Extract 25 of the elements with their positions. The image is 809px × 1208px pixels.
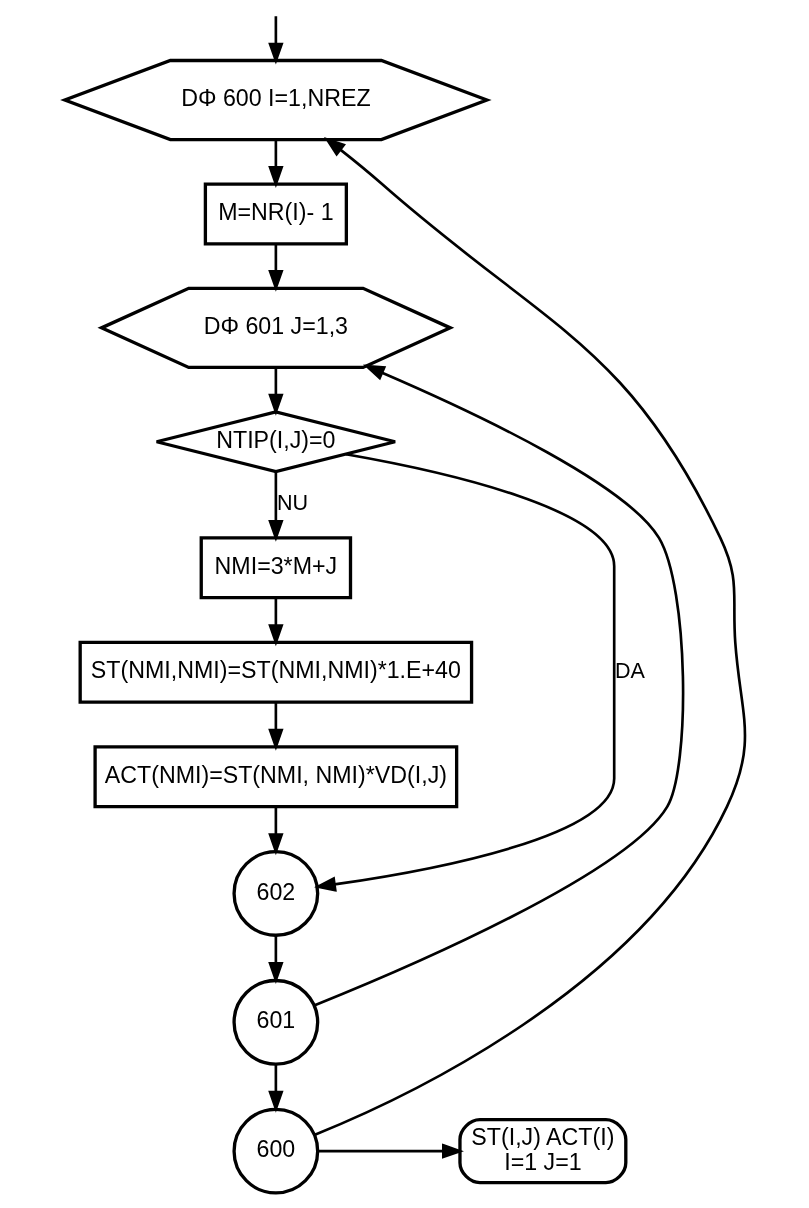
arrow (267, 598, 284, 647)
arrow (267, 16, 284, 65)
node-circle: 602 (231, 850, 319, 937)
arrow (267, 1064, 284, 1113)
node-circle: 600 (231, 1107, 319, 1195)
arrow (267, 367, 284, 416)
arrow (313, 136, 746, 1136)
arrow (313, 453, 616, 892)
node-box: M=NR(I)- 1 (203, 182, 348, 246)
node-box: ST(I,J) ACT(I) I=1 J=1 (457, 1117, 627, 1185)
arrow (267, 935, 284, 984)
arrow (267, 471, 284, 542)
arrow (267, 702, 284, 751)
node-box: ACT(NMI)=ST(NMI, NMI)*VD(I,J) (92, 745, 458, 809)
node-circle: 601 (231, 978, 319, 1066)
node-diamond: NTIP(I,J)=0 (154, 410, 397, 474)
arrow (267, 807, 284, 856)
arrow (267, 139, 284, 188)
arrow (267, 244, 284, 292)
edge-label: NU (276, 490, 308, 516)
edge-label: DA (614, 657, 645, 683)
arrow (317, 1143, 464, 1159)
node-box: NMI=3*M+J (199, 536, 352, 600)
arrow (313, 364, 684, 1007)
node-box: ST(NMI,NMI)=ST(NMI,NMI)*1.E+40 (78, 640, 473, 704)
